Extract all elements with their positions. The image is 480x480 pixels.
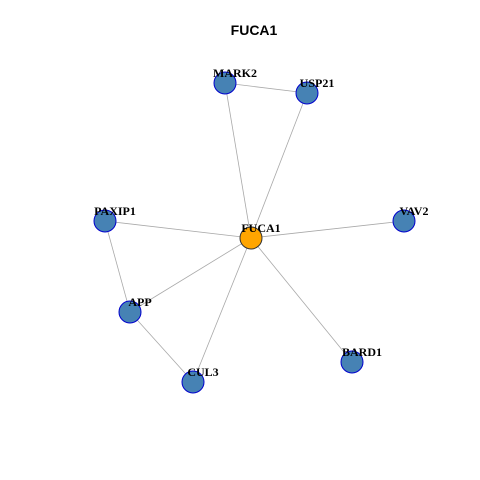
edge-usp21-fuca1 [250, 92, 308, 239]
node-label-vav2: VAV2 [400, 204, 429, 218]
graph-title: FUCA1 [231, 22, 278, 38]
node-vav2 [392, 209, 416, 233]
edge-vav2-fuca1 [250, 220, 405, 239]
node-label-cul3: CUL3 [187, 365, 218, 379]
node-paxip1 [93, 209, 117, 233]
edge-app-fuca1 [129, 237, 252, 313]
node-usp21 [295, 81, 319, 105]
edge-bard1-fuca1 [250, 237, 353, 363]
edge-cul3-fuca1 [192, 237, 252, 383]
node-label-usp21: USP21 [300, 76, 335, 90]
node-mark2 [213, 71, 237, 95]
node-cul3 [181, 370, 205, 394]
edge-mark2-usp21 [224, 82, 308, 94]
node-label-app: APP [128, 295, 151, 309]
node-app [118, 300, 142, 324]
node-label-paxip1: PAXIP1 [94, 204, 136, 218]
node-label-fuca1: FUCA1 [241, 221, 280, 235]
edge-paxip1-fuca1 [104, 220, 252, 239]
edge-mark2-fuca1 [224, 82, 252, 239]
node-label-bard1: BARD1 [342, 345, 382, 359]
nodes-layer [93, 71, 416, 394]
node-fuca1 [239, 226, 263, 250]
edge-paxip1-app [104, 220, 131, 313]
node-bard1 [340, 350, 364, 374]
edges-layer [104, 82, 405, 383]
node-label-mark2: MARK2 [213, 66, 257, 80]
edge-app-cul3 [129, 311, 194, 383]
